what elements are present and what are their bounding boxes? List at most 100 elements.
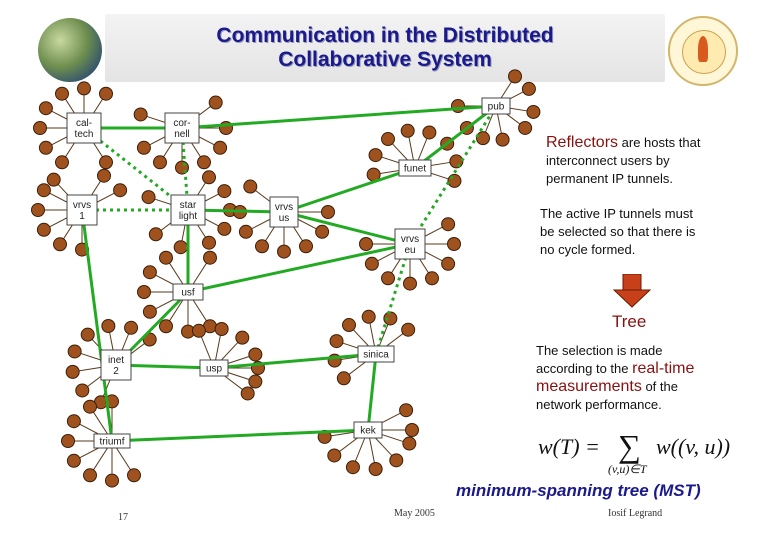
user-node	[142, 265, 157, 280]
user-node	[55, 155, 69, 170]
active-tunnel	[283, 166, 416, 214]
active-tunnel	[283, 210, 411, 246]
user-node	[403, 276, 417, 291]
active-tunnel	[366, 353, 378, 431]
selection-line-3b: of the	[645, 379, 678, 394]
reflector-caltech	[66, 112, 102, 144]
user-node	[240, 386, 255, 401]
user-node	[248, 374, 263, 389]
tunnels-line-3: no cycle formed.	[540, 242, 636, 257]
reflector-label-starlight: star	[180, 200, 197, 211]
user-node	[235, 330, 250, 345]
reflector-label-vrvseu: vrvs	[401, 234, 419, 245]
globe-logo	[38, 18, 102, 82]
user-node	[65, 364, 80, 379]
user-node	[508, 69, 522, 84]
inactive-tunnel	[374, 243, 412, 355]
user-node	[405, 423, 419, 437]
active-tunnel	[181, 104, 497, 130]
reflector-starlight	[170, 194, 206, 226]
active-tunnel	[414, 104, 497, 170]
user-node	[127, 468, 141, 483]
reflector-label-vrvsus: vrvs	[275, 202, 293, 213]
reflector-triumf	[93, 433, 131, 449]
user-node	[67, 344, 82, 359]
user-node	[53, 237, 67, 252]
user-node	[364, 256, 379, 271]
reflector-vrvs1	[66, 194, 98, 226]
user-node	[213, 140, 228, 155]
user-node	[447, 237, 461, 251]
user-node	[46, 172, 61, 187]
selection-line-2b: real-time	[632, 360, 695, 377]
reflector-label-cornell: cor-	[173, 118, 190, 129]
user-node	[526, 104, 541, 119]
user-node	[399, 403, 414, 418]
active-tunnel	[213, 352, 377, 370]
reflectors-line-3: permanent IP tunnels.	[546, 171, 673, 186]
reflector-label-cornell: nell	[174, 129, 190, 140]
reflector-cornell	[164, 112, 200, 144]
user-node	[336, 371, 351, 386]
active-tunnel	[187, 242, 411, 294]
title-line-1: Communication in the Distributed	[216, 24, 554, 47]
user-node	[83, 468, 97, 483]
reflector-sinica	[357, 345, 395, 363]
user-node	[141, 190, 156, 205]
reflector-usp	[199, 359, 229, 377]
user-node	[99, 86, 113, 101]
user-node	[495, 132, 510, 147]
page-number: 17	[118, 512, 128, 523]
reflector-label-inet2: 2	[113, 366, 119, 377]
user-node	[389, 453, 404, 468]
user-node	[342, 318, 357, 333]
reflector-label-pub: pub	[488, 102, 505, 113]
footer-author: Iosif Legrand	[608, 508, 663, 519]
user-node	[38, 101, 53, 116]
user-node	[422, 125, 437, 140]
user-node	[31, 203, 45, 217]
user-node	[159, 319, 173, 334]
reflector-label-triumf: triumf	[100, 437, 125, 448]
reflector-label-vrvsus: us	[279, 213, 290, 224]
user-node	[449, 154, 464, 169]
active-tunnel	[115, 363, 215, 370]
user-node	[101, 319, 116, 334]
user-node	[36, 222, 51, 237]
user-node	[447, 173, 462, 188]
user-node	[203, 250, 217, 265]
user-node	[38, 140, 53, 155]
reflector-label-caltech: tech	[75, 129, 94, 140]
user-node	[208, 95, 223, 110]
user-node	[61, 434, 75, 448]
user-node	[148, 227, 163, 242]
user-node	[518, 120, 533, 135]
reflector-label-caltech: cal-	[76, 118, 92, 129]
formula-term: w((v, u))	[656, 434, 731, 459]
reflector-label-funet: funet	[404, 164, 426, 175]
reflector-label-inet2: inet	[108, 355, 124, 366]
reflector-pub	[481, 97, 511, 115]
user-node	[315, 224, 330, 239]
formula-sum: ∑	[618, 428, 641, 464]
reflector-label-vrvs1: 1	[79, 211, 85, 222]
selection-line-2a: according to the	[536, 361, 629, 376]
user-node	[327, 448, 342, 463]
user-node	[142, 304, 157, 319]
user-node	[137, 285, 151, 299]
user-node	[321, 205, 335, 219]
reflector-label-usf: usf	[181, 288, 195, 299]
reflector-label-vrvseu: eu	[404, 245, 415, 256]
user-node	[197, 155, 211, 170]
title-banner	[105, 14, 665, 82]
user-node	[368, 148, 383, 163]
user-node	[99, 155, 113, 170]
user-node	[217, 184, 232, 199]
reflector-nodes: cal-techcor-nellpubfunetvrvs1starlightvr…	[66, 97, 511, 449]
user-node	[217, 221, 232, 236]
user-node	[83, 399, 97, 414]
user-node	[214, 322, 229, 337]
formula-subscript: (v,u)∈T	[608, 462, 647, 476]
reflector-label-vrvs1: vrvs	[73, 200, 91, 211]
